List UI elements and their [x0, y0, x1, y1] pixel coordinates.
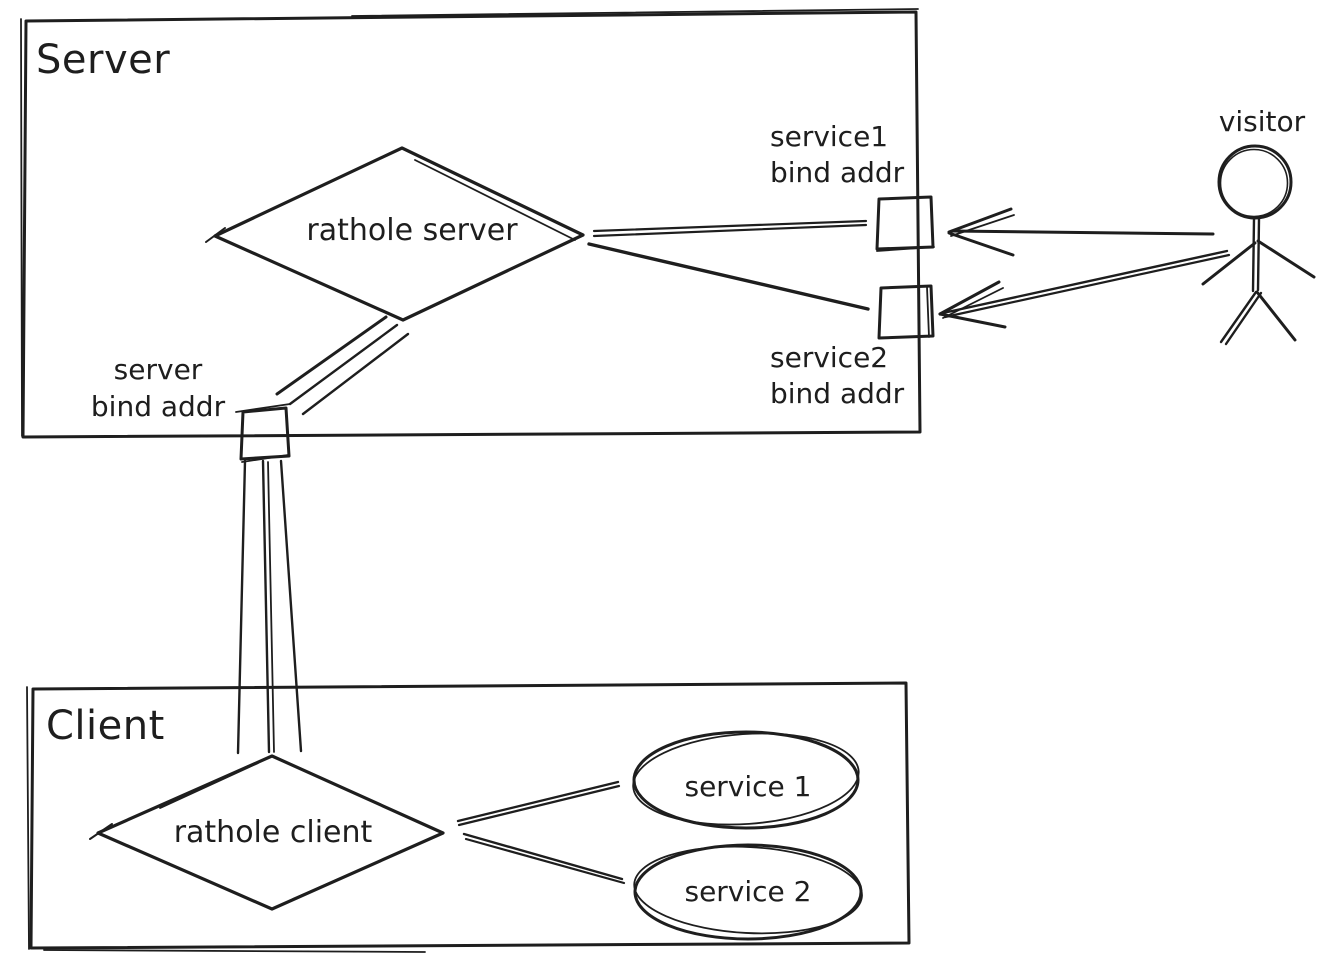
link-line-overdraw [464, 837, 626, 885]
rathole-server-diamond [205, 146, 585, 322]
tunnel-line-2 [261, 459, 271, 754]
link-line-overdraw [592, 223, 868, 238]
right-leg-line [1255, 290, 1297, 342]
rathole-server-label: rathole server [306, 213, 518, 248]
body-line [1251, 217, 1256, 293]
server-box-top-edge-overdraw [351, 8, 919, 17]
link-line [592, 219, 868, 233]
port-square-overdraw [926, 286, 930, 338]
arrowhead-upper-barb [947, 207, 1013, 234]
arrowhead-upper-barb-overdraw [942, 287, 1004, 319]
client-box-title: Client [46, 703, 165, 749]
service1-bind-addr-label-line1: service1 [770, 120, 889, 153]
tunnel-line-3 [279, 459, 303, 753]
rathole-client-label: rathole client [173, 815, 373, 850]
head-circle-overdraw [1219, 148, 1289, 218]
link-server-to-service1-port [592, 219, 868, 238]
port-square [875, 195, 935, 251]
visitor-label: visitor [1218, 105, 1306, 138]
service1-label: service 1 [684, 770, 812, 803]
tunnel-line-2-overdraw [267, 461, 275, 753]
ellipse-overdraw [632, 732, 860, 826]
port-square [877, 284, 935, 340]
service2-ellipse [633, 843, 863, 941]
server-box [20, 8, 922, 439]
client-box-outline [29, 681, 911, 950]
link-server-to-server-bind-addr [275, 315, 410, 416]
server-bind-addr-label: server bind addr [80, 351, 236, 425]
link-server-to-service2-port [587, 242, 870, 311]
diamond-left-tip-overdraw [89, 823, 113, 840]
visitor-figure [1201, 144, 1316, 346]
server-bind-addr-port [235, 403, 291, 463]
link-line-3 [301, 332, 410, 416]
service2-bind-addr-label-line1: service2 [770, 341, 889, 374]
server-box-left-edge-overdraw [20, 18, 23, 437]
arrowhead-upper-barb [938, 280, 1001, 316]
arrow-shaft [941, 249, 1229, 315]
head-circle [1217, 144, 1293, 220]
link-client-to-service2 [462, 832, 626, 885]
rathole-client-diamond [89, 754, 445, 911]
left-leg-line [1219, 290, 1258, 344]
port-square-overdraw [876, 246, 935, 252]
right-arm-line [1256, 239, 1316, 279]
link-line-overdraw [457, 784, 621, 827]
tunnel-line-1 [236, 459, 247, 755]
client-box [26, 681, 911, 953]
left-arm-line [1201, 241, 1257, 286]
client-box-bottom-edge-overdraw [43, 949, 426, 953]
link-client-to-service1 [456, 780, 621, 827]
service2-label: service 2 [684, 875, 812, 908]
service1-bind-addr-label: service1 bind addr [770, 119, 904, 191]
link-server-bind-addr-to-client [236, 459, 303, 755]
diamond-outline [96, 754, 445, 911]
ellipse-overdraw [633, 845, 863, 935]
service1-bind-addr-label-line2: bind addr [770, 156, 905, 189]
port-square-overdraw-2 [241, 454, 289, 463]
arrow-shaft [950, 229, 1215, 236]
arrowhead-upper-barb-overdraw [950, 214, 1015, 237]
diamond-edge-overdraw [159, 762, 259, 809]
link-line [587, 242, 870, 311]
link-line [456, 780, 620, 823]
service2-bind-addr-label-line2: bind addr [770, 377, 905, 410]
service1-ellipse [632, 730, 860, 830]
service1-bind-addr-port [875, 195, 935, 252]
arrow-shaft-overdraw [943, 253, 1231, 319]
server-box-title: Server [36, 37, 171, 83]
port-square-overdraw [235, 403, 291, 413]
diamond-outline [213, 146, 585, 322]
port-square [239, 406, 291, 461]
arrow-visitor-to-service1 [947, 207, 1215, 257]
service2-bind-addr-label: service2 bind addr [770, 340, 904, 412]
arrowhead-lower-barb [947, 231, 1015, 257]
client-box-left-edge-overdraw [26, 686, 30, 950]
link-line-2 [288, 323, 399, 406]
arrow-visitor-to-service2 [938, 249, 1231, 329]
server-bind-addr-label-line1: server [113, 353, 203, 386]
left-leg-overdraw [1224, 291, 1263, 346]
diamond-edge-overdraw-2 [292, 842, 421, 900]
link-line [462, 832, 624, 881]
diamond-edge-overdraw [414, 159, 576, 241]
arrowhead-lower-barb [938, 312, 1007, 329]
server-bind-addr-label-line2: bind addr [90, 390, 226, 423]
body-line-overdraw [1256, 217, 1261, 292]
service2-bind-addr-port [877, 284, 935, 340]
diamond-left-tip-overdraw [205, 227, 226, 243]
server-box-outline [21, 10, 922, 439]
link-line [275, 315, 388, 396]
